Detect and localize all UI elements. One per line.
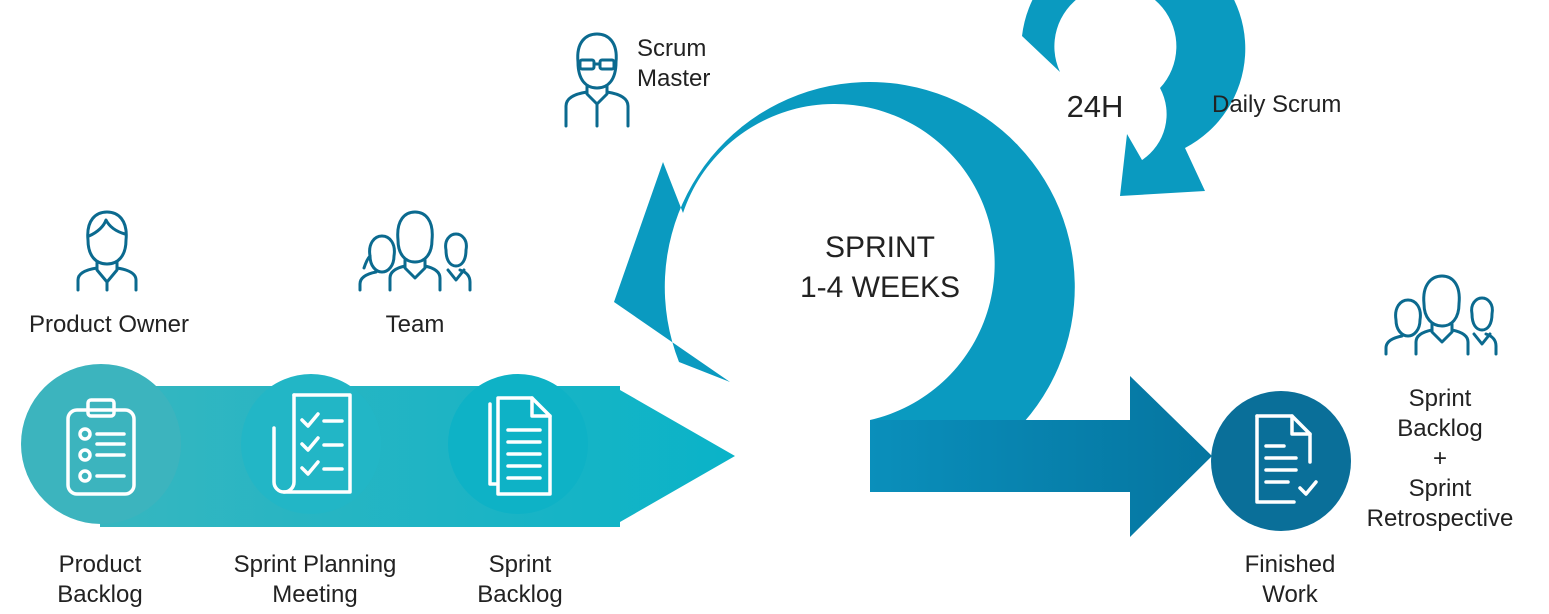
documents-icon — [488, 396, 552, 496]
finished-document-icon — [1255, 414, 1318, 504]
sprint-backlog-label: Sprint Backlog — [477, 551, 563, 608]
sprint-cycle-arrow — [614, 82, 1075, 492]
checklist-icon — [272, 393, 352, 494]
product-owner-label: Product Owner — [28, 311, 190, 338]
product-backlog-label: Product Backlog — [57, 551, 143, 608]
daily-hours-label: 24H — [1066, 89, 1124, 124]
output-flow-arrow — [870, 376, 1212, 537]
sprint-planning-label: Sprint Planning Meeting — [233, 551, 397, 608]
finished-work-label: Finished Work — [1244, 551, 1336, 608]
team-label: Team — [385, 311, 445, 338]
sprint-duration: 1-4 WEEKS — [799, 271, 961, 304]
sprint-title: SPRINT — [824, 231, 935, 264]
finished-work-circle — [1211, 391, 1351, 531]
scrum-master-icon — [564, 32, 630, 128]
backlog-flow-arrow — [100, 386, 735, 527]
daily-scrum-label: Daily Scrum — [1212, 91, 1342, 118]
outcome-label: Sprint Backlog + Sprint Retrospective — [1366, 385, 1514, 532]
clipboard-icon — [66, 398, 136, 496]
team-icon — [358, 210, 472, 292]
scrum-master-label: Scrum Master — [637, 35, 711, 92]
sprint-backlog-circle — [448, 374, 588, 514]
product-owner-icon — [76, 210, 138, 292]
daily-scrum-arrow — [1022, 0, 1246, 196]
outcome-team-icon — [1384, 274, 1498, 356]
